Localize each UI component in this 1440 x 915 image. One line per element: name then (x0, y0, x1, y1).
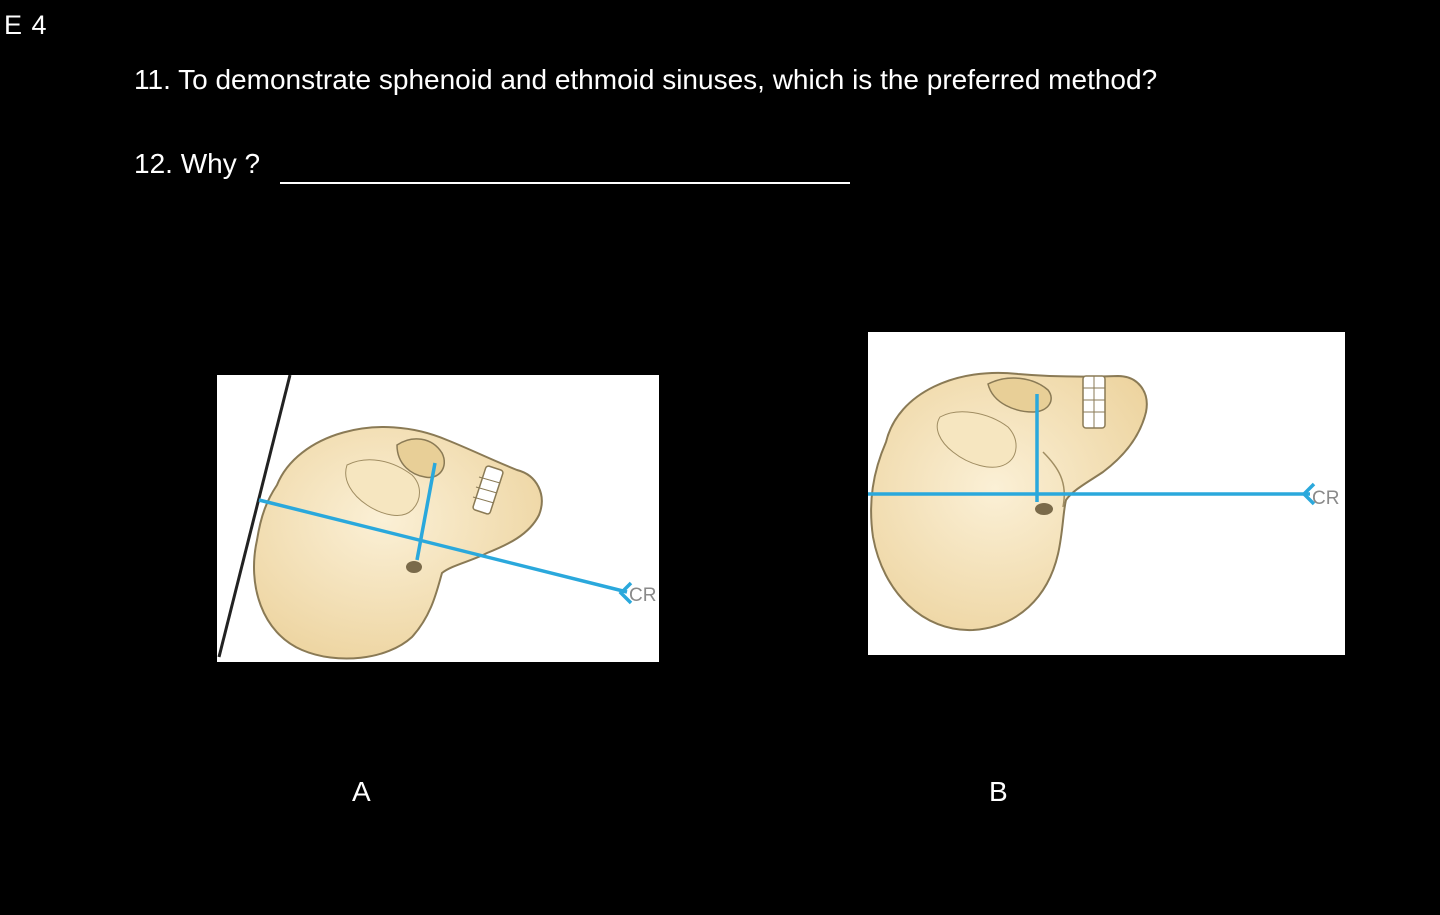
skull-illustration-a (253, 426, 543, 660)
figure-a-image: CR (217, 375, 659, 662)
figure-b-drawing: CR (868, 371, 1339, 632)
cr-arrow-b (1301, 482, 1316, 506)
figure-a-drawing: CR (217, 375, 656, 660)
question-12: 12. Why ? (134, 148, 261, 179)
cr-arrow-a (618, 581, 633, 605)
image-receptor-line (217, 375, 292, 658)
cr-label-a: CR (629, 585, 656, 606)
figure-b-caption: B (989, 776, 1008, 807)
answer-blank-line[interactable] (280, 182, 850, 184)
central-ray-a (258, 498, 628, 594)
figure-a-caption: A (352, 776, 371, 807)
cr-label-b: CR (1312, 488, 1339, 509)
figure-b-image: CR (868, 332, 1345, 655)
perpendicular-line-a (415, 462, 437, 561)
slide-label: E 4 (4, 10, 48, 40)
question-11: 11. To demonstrate sphenoid and ethmoid … (134, 64, 1158, 95)
skull-illustration-b (870, 371, 1148, 632)
